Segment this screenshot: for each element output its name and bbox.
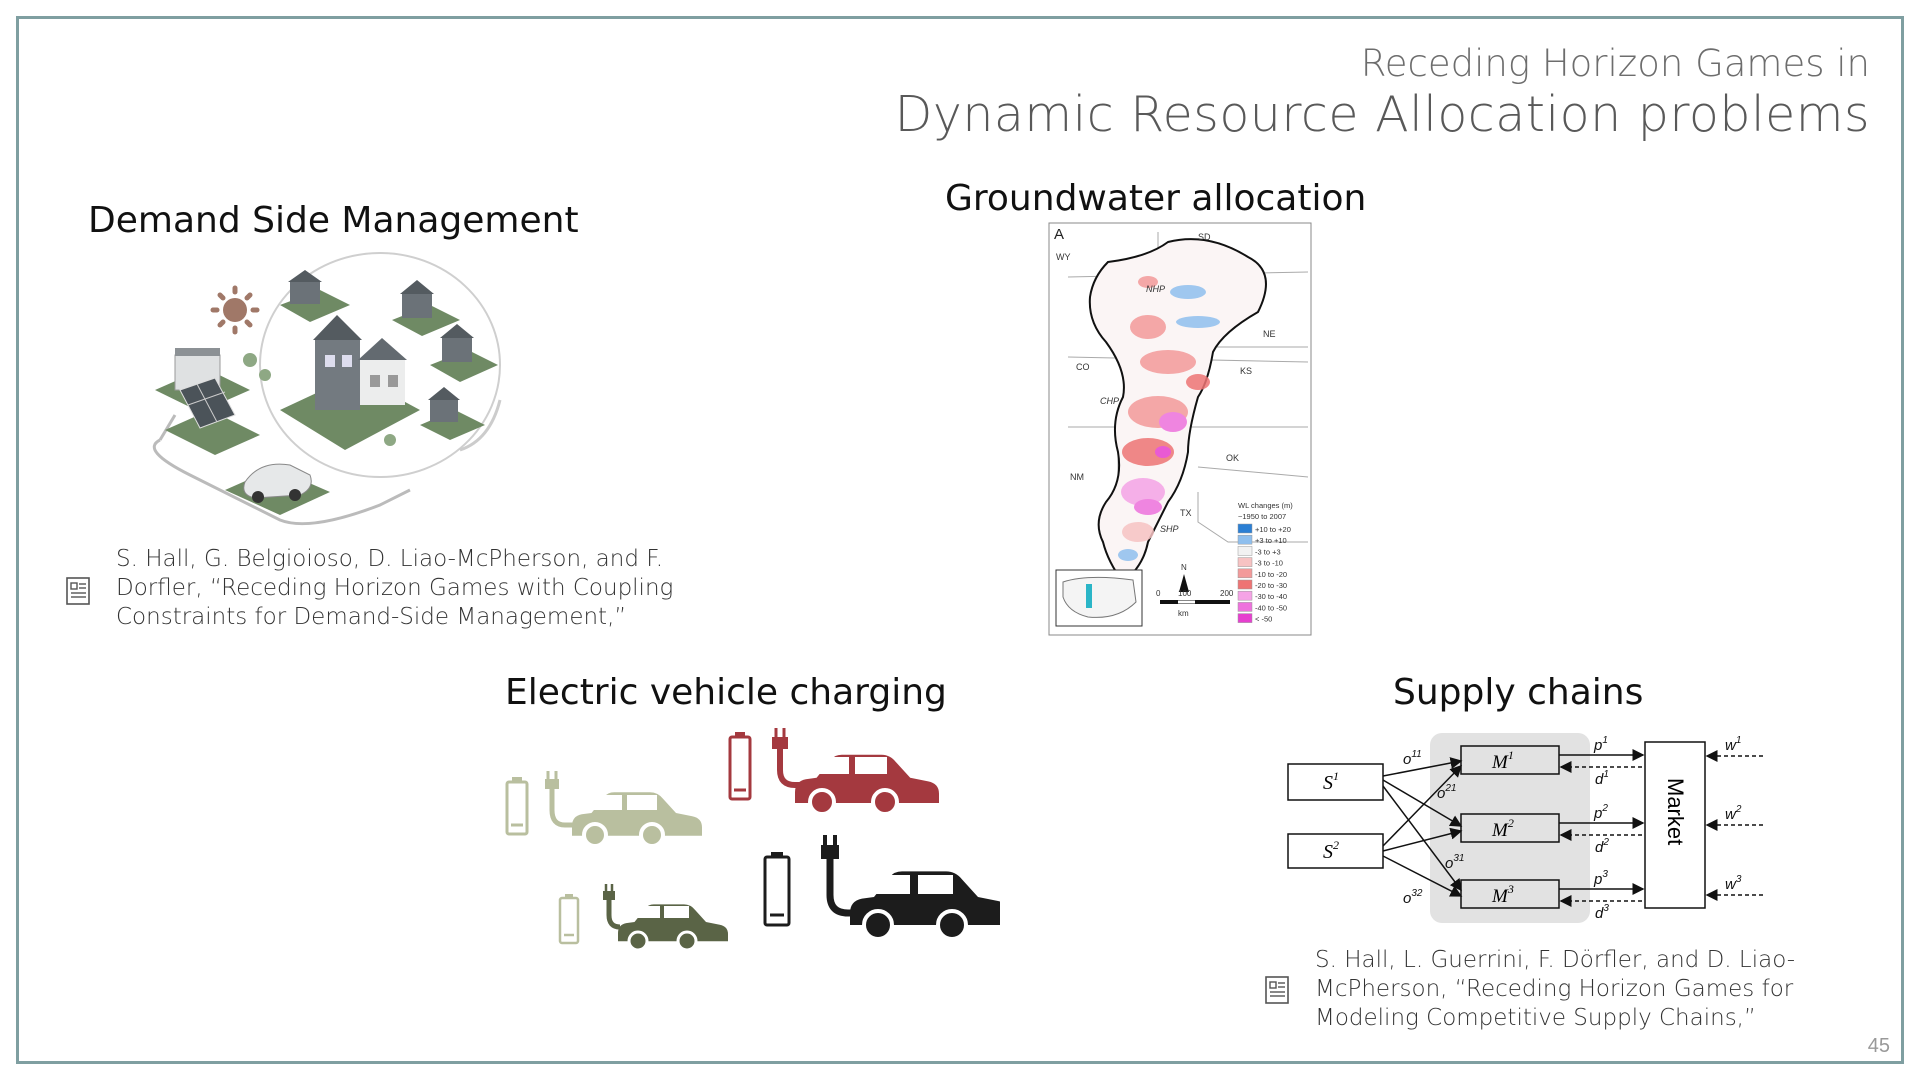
panel-label: A	[1054, 226, 1064, 243]
legend-label: -3 to +3	[1255, 547, 1281, 556]
supplier-label: S2	[1323, 838, 1339, 863]
map-legend: +10 to +20 +3 to +10 -3 to +3 -3 to -10 -10 …	[1237, 523, 1291, 624]
house-icon	[430, 324, 498, 382]
state-label: TX	[1180, 508, 1192, 518]
manufacturer-node: M1	[1460, 745, 1560, 775]
legend-swatch	[1237, 613, 1253, 623]
aquifer-map: A SD WY NE KS CO OK NM TX NHP CHP S	[1048, 222, 1312, 636]
legend-label: -30 to -40	[1255, 592, 1287, 601]
legend-swatch	[1237, 523, 1253, 534]
legend-label: -20 to -30	[1255, 581, 1287, 590]
reference-line: Constraints for Demand-Side Management,”	[116, 604, 627, 630]
manufacturer-label: M3	[1491, 882, 1514, 907]
ev-car-icon	[558, 884, 728, 950]
slide-frame	[16, 16, 1904, 1064]
legend-title: WL changes (m)	[1238, 501, 1293, 510]
price-label: p1	[1593, 735, 1608, 754]
legend-swatch	[1237, 579, 1253, 590]
supply-chain-diagram: S1 S2 M1 M2 M3 Market o11 o21 o31 o32	[1287, 733, 1763, 923]
region-label: SHP	[1160, 524, 1179, 534]
edge-label: o31	[1445, 853, 1464, 872]
reference-line: S. Hall, G. Belgioioso, D. Liao-McPherso…	[116, 546, 664, 572]
manufacturer-label: M1	[1491, 748, 1514, 773]
north-label: N	[1181, 563, 1187, 572]
scale-label: 200	[1220, 589, 1234, 598]
main-house-icon	[280, 315, 420, 450]
north-arrow-icon	[1179, 574, 1189, 592]
legend-label: -3 to -10	[1255, 559, 1283, 568]
scale-label: 100	[1178, 589, 1192, 598]
solar-panel-icon	[165, 377, 260, 455]
manufacturer-node: M3	[1460, 879, 1560, 909]
state-label: SD	[1198, 232, 1211, 242]
region-label: NHP	[1146, 284, 1165, 294]
legend-subtitle: ~1950 to 2007	[1238, 512, 1286, 521]
price-label: p3	[1593, 869, 1608, 888]
reference-line: McPherson, “Receding Horizon Games for	[1315, 976, 1794, 1002]
smart-home-illustration	[152, 252, 502, 526]
ev-heading: Electric vehicle charging	[505, 672, 947, 713]
price-label: p2	[1593, 803, 1608, 822]
state-label: KS	[1240, 366, 1252, 376]
legend-label: -40 to -50	[1255, 603, 1287, 612]
reference-line: S. Hall, L. Guerrini, F. Dörfler, and D.…	[1315, 947, 1796, 973]
legend-label: -10 to -20	[1255, 570, 1287, 579]
state-label: NE	[1263, 329, 1276, 339]
legend-swatch	[1237, 602, 1253, 612]
electric-car-icon	[225, 463, 330, 515]
w-label: w3	[1725, 874, 1742, 893]
reference-line: Dorfler, “Receding Horizon Games with Co…	[116, 575, 674, 601]
document-icon	[66, 577, 90, 605]
ev-charging-illustration	[505, 728, 1000, 950]
state-label: NM	[1070, 472, 1084, 482]
w-label: w1	[1725, 735, 1741, 754]
reference-line: Modeling Competitive Supply Chains,”	[1315, 1005, 1756, 1031]
supply-reference: S. Hall, L. Guerrini, F. Dörfler, and D.…	[1315, 946, 1875, 1033]
ev-car-icon	[763, 835, 1000, 941]
dsm-heading: Demand Side Management	[88, 200, 579, 241]
house-icon	[420, 387, 485, 440]
legend-swatch	[1237, 590, 1253, 601]
house-icon	[280, 270, 350, 322]
w-label: w2	[1725, 804, 1742, 823]
ev-car-icon	[728, 728, 939, 816]
ev-car-icon	[505, 771, 702, 848]
state-label: CO	[1076, 362, 1090, 372]
legend-swatch	[1237, 568, 1253, 579]
legend-swatch	[1237, 546, 1253, 556]
region-label: CHP	[1100, 396, 1119, 406]
page-number: 45	[1867, 1035, 1890, 1057]
edge-label: o11	[1403, 749, 1422, 768]
state-label: WY	[1056, 252, 1071, 262]
legend-swatch	[1237, 534, 1253, 545]
legend-label: +10 to +20	[1255, 525, 1291, 534]
demand-label: d2	[1595, 837, 1609, 856]
slide-title: Dynamic Resource Allocation problems	[894, 86, 1870, 143]
market-node	[1644, 741, 1706, 909]
slide-subtitle: Receding Horizon Games in	[1360, 42, 1870, 85]
document-icon	[1265, 976, 1289, 1004]
market-label: Market	[1663, 778, 1688, 845]
edge-label: o32	[1403, 888, 1423, 907]
legend-swatch	[1237, 557, 1253, 567]
edge-label: o21	[1437, 783, 1456, 802]
dsm-reference: S. Hall, G. Belgioioso, D. Liao-McPherso…	[116, 545, 716, 632]
state-label: OK	[1226, 453, 1239, 463]
supplier-node: S2	[1287, 833, 1384, 869]
legend-label: < -50	[1255, 615, 1272, 624]
groundwater-heading: Groundwater allocation	[945, 178, 1367, 219]
manufacturer-label: M2	[1491, 816, 1514, 841]
scale-label: 0	[1156, 589, 1161, 598]
legend-label: +3 to +10	[1255, 536, 1287, 545]
manufacturer-node: M2	[1460, 813, 1560, 843]
sun-icon	[210, 285, 260, 335]
supplier-node: S1	[1287, 763, 1384, 801]
demand-label: d1	[1595, 769, 1609, 788]
scale-unit: km	[1178, 609, 1189, 618]
supply-heading: Supply chains	[1393, 672, 1644, 713]
supplier-label: S1	[1323, 769, 1339, 794]
house-icon	[392, 280, 460, 336]
demand-label: d3	[1595, 903, 1609, 922]
